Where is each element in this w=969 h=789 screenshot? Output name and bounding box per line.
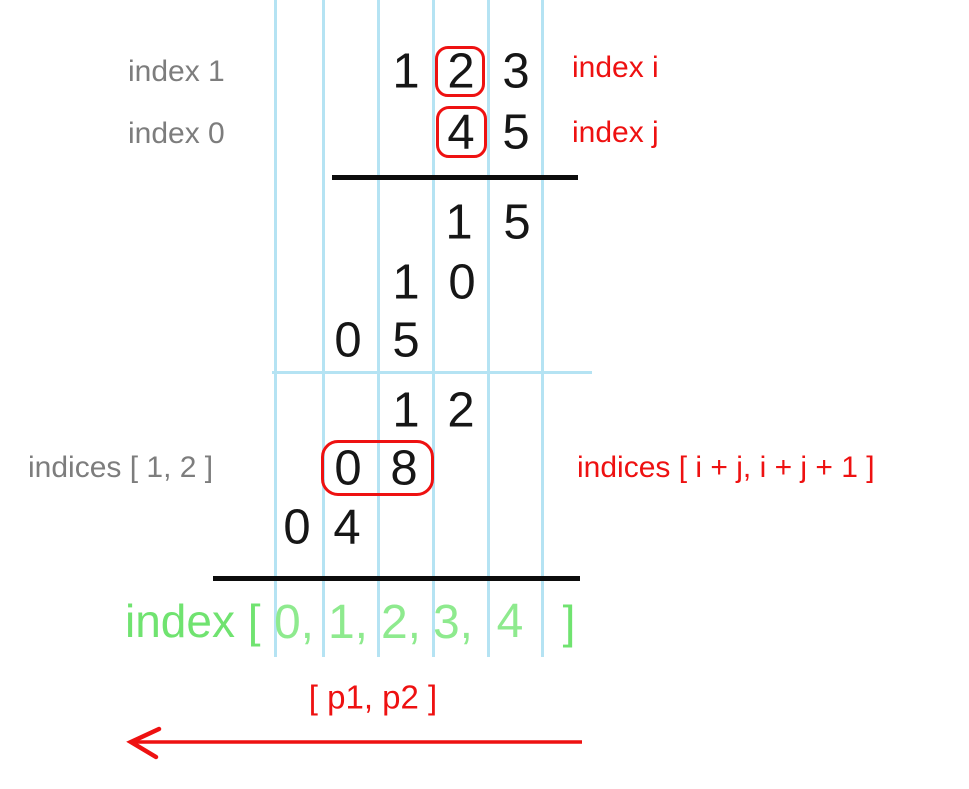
- digit-partial-product: 0: [334, 313, 362, 368]
- digit-partial-product: 2: [447, 383, 475, 438]
- label-indices-1-2: indices [ 1, 2 ]: [28, 451, 214, 484]
- arrow-left-icon: [126, 726, 582, 760]
- highlight-box-digit-4: [436, 106, 487, 158]
- label-index-array-close: ]: [562, 596, 576, 648]
- grid-line-vertical: [432, 0, 435, 657]
- digit-multiplicand-highlighted: 2: [447, 44, 475, 99]
- index-array-value: 3,: [432, 596, 474, 649]
- digit-partial-product: 0: [283, 500, 311, 555]
- digit-partial-product: 1: [392, 383, 420, 438]
- digit-multiplier: 5: [502, 105, 530, 160]
- index-array-value: 2,: [380, 596, 422, 649]
- grid-line-vertical: [487, 0, 490, 657]
- label-index-array-open: index [: [125, 595, 261, 647]
- grid-line-vertical: [274, 0, 277, 657]
- digit-partial-product: 1: [445, 195, 473, 250]
- grid-line-vertical: [322, 0, 325, 657]
- sum-bar: [213, 576, 580, 581]
- digit-multiplicand: 1: [392, 44, 420, 99]
- grid-line-horizontal: [272, 371, 592, 374]
- digit-partial-product: 0: [448, 255, 476, 310]
- label-index-0: index 0: [128, 117, 225, 150]
- grid-line-vertical: [541, 0, 544, 657]
- digit-multiplier-highlighted: 4: [447, 105, 475, 160]
- multiplication-bar: [332, 175, 578, 180]
- label-indices-i-j: indices [ i + j, i + j + 1 ]: [577, 451, 875, 484]
- highlight-box-digit-2: [435, 46, 485, 97]
- highlight-box-product-08: [321, 440, 434, 496]
- index-array-value: 1,: [327, 596, 369, 649]
- grid-line-vertical: [377, 0, 380, 657]
- digit-partial-product: 4: [333, 500, 361, 555]
- label-index-j: index j: [572, 116, 659, 149]
- digit-partial-product-highlighted: 8: [390, 441, 418, 496]
- digit-partial-product-highlighted: 0: [334, 441, 362, 496]
- digit-partial-product: 5: [392, 313, 420, 368]
- label-p1-p2: [ p1, p2 ]: [308, 678, 438, 716]
- digit-partial-product: 1: [392, 255, 420, 310]
- digit-multiplicand: 3: [502, 44, 530, 99]
- digit-partial-product: 5: [503, 195, 531, 250]
- index-array-value: 0,: [273, 596, 315, 649]
- index-array-value: 4: [496, 595, 524, 648]
- label-index-1: index 1: [128, 55, 225, 88]
- label-index-i: index i: [572, 51, 659, 84]
